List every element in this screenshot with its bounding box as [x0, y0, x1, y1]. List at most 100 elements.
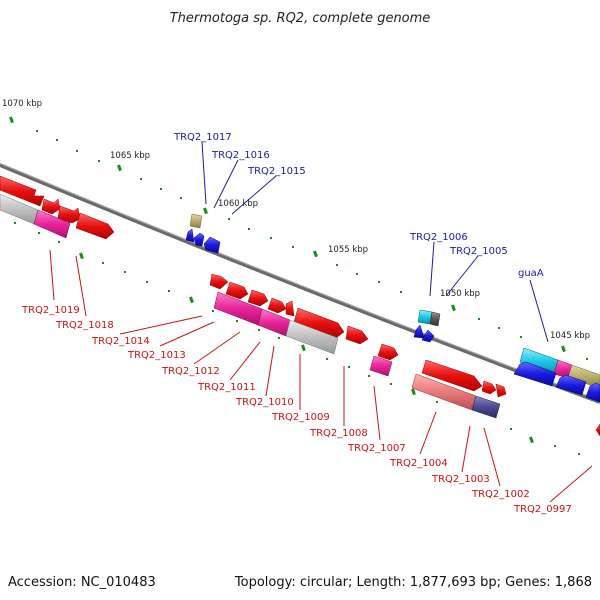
kbp-label-1065: 1065 kbp: [110, 151, 150, 161]
gene-feature[interactable]: [285, 319, 339, 355]
gene-label-trq2-1016[interactable]: TRQ2_1016: [211, 150, 270, 161]
minor-tick: [248, 228, 250, 230]
gene-feature[interactable]: [429, 311, 441, 327]
gene-feature[interactable]: [185, 228, 195, 243]
minor-tick: [326, 358, 328, 360]
major-tick: [189, 296, 194, 304]
forward-strand-genes: [0, 175, 600, 437]
gene-label-trq2-1005[interactable]: TRQ2_1005: [449, 246, 508, 257]
minor-tick: [58, 241, 60, 243]
gene-feature[interactable]: [369, 355, 393, 377]
genome-backbone: [0, 163, 600, 404]
minor-tick: [578, 453, 580, 455]
gene-label-trq2-1019[interactable]: TRQ2_1019: [21, 305, 80, 316]
minor-tick: [102, 262, 104, 264]
kbp-tick-marks: [9, 116, 588, 455]
gene-feature[interactable]: [345, 325, 369, 345]
gene-feature[interactable]: [75, 212, 115, 240]
gene-label-trq2-1012[interactable]: TRQ2_1012: [161, 366, 220, 377]
major-tick: [79, 252, 84, 260]
minor-tick: [236, 320, 238, 322]
gene-label-trq2-1002[interactable]: TRQ2_1002: [471, 489, 530, 500]
gene-feature[interactable]: [247, 289, 269, 307]
minor-tick: [160, 188, 162, 190]
gene-feature[interactable]: [209, 273, 229, 290]
gene-label-trq2-1003[interactable]: TRQ2_1003: [431, 474, 490, 485]
gene-feature[interactable]: [567, 364, 600, 389]
minor-tick: [378, 281, 380, 283]
gene-feature[interactable]: [555, 374, 587, 396]
gene-feature[interactable]: [513, 361, 557, 387]
major-tick: [9, 116, 14, 124]
kbp-label-1070: 1070 kbp: [2, 99, 42, 109]
minor-tick: [478, 318, 480, 320]
gene-feature[interactable]: [471, 395, 501, 419]
gene-feature[interactable]: [33, 209, 71, 239]
kbp-label-1050: 1050 kbp: [440, 289, 480, 299]
reverse-strand-genes: [185, 213, 600, 403]
gene-label-trq2-1010[interactable]: TRQ2_1010: [235, 397, 294, 408]
minor-tick: [36, 130, 38, 132]
major-tick: [117, 164, 122, 172]
gene-feature[interactable]: [0, 175, 45, 207]
gene-feature[interactable]: [225, 281, 249, 300]
gene-feature[interactable]: [193, 232, 205, 247]
gene-feature[interactable]: [285, 300, 295, 317]
minor-tick: [168, 290, 170, 292]
gene-label-trq2-1017[interactable]: TRQ2_1017: [173, 132, 232, 143]
minor-tick: [336, 264, 338, 266]
major-tick: [301, 344, 306, 352]
gene-feature[interactable]: [585, 382, 600, 403]
gene-feature[interactable]: [293, 307, 345, 339]
gene-label-trq2-1018[interactable]: TRQ2_1018: [55, 320, 114, 331]
gene-feature[interactable]: [421, 329, 435, 343]
minor-tick: [586, 358, 588, 360]
gene-label-trq2-0997[interactable]: TRQ2_0997: [513, 504, 572, 515]
minor-tick: [146, 281, 148, 283]
minor-tick: [510, 428, 512, 430]
minor-tick: [520, 336, 522, 338]
minor-tick: [124, 271, 126, 273]
inner-strand-genes: [0, 193, 501, 419]
minor-tick: [400, 291, 402, 293]
gene-label-trq2-1014[interactable]: TRQ2_1014: [91, 336, 150, 347]
gene-label-trq2-1015[interactable]: TRQ2_1015: [247, 166, 306, 177]
minor-tick: [98, 160, 100, 162]
minor-tick: [390, 383, 392, 385]
gene-feature[interactable]: [495, 383, 507, 398]
gene-feature[interactable]: [417, 309, 433, 325]
kbp-label-1055: 1055 kbp: [328, 245, 368, 255]
gene-label-trq2-1008[interactable]: TRQ2_1008: [309, 428, 368, 439]
gene-label-guaa[interactable]: guaA: [518, 268, 544, 279]
gene-label-trq2-1004[interactable]: TRQ2_1004: [389, 458, 448, 469]
minor-tick: [498, 327, 500, 329]
gene-feature[interactable]: [267, 297, 287, 314]
gene-feature[interactable]: [41, 198, 61, 215]
gene-label-trq2-1007[interactable]: TRQ2_1007: [347, 443, 406, 454]
gene-feature[interactable]: [421, 359, 483, 392]
gene-label-trq2-1009[interactable]: TRQ2_1009: [271, 412, 330, 423]
gene-label-trq2-1011[interactable]: TRQ2_1011: [197, 382, 256, 393]
major-tick: [561, 345, 566, 353]
minor-tick: [278, 337, 280, 339]
minor-tick: [270, 237, 272, 239]
gene-feature[interactable]: [595, 423, 600, 437]
minor-tick: [212, 310, 214, 312]
minor-tick: [38, 232, 40, 234]
gene-feature[interactable]: [257, 308, 291, 337]
minor-tick: [258, 329, 260, 331]
gene-feature[interactable]: [377, 343, 399, 361]
major-tick: [529, 436, 534, 444]
gene-label-trq2-1006[interactable]: TRQ2_1006: [409, 232, 468, 243]
genome-summary-text: Topology: circular; Length: 1,877,693 bp…: [234, 575, 592, 590]
gene-feature[interactable]: [189, 213, 203, 229]
gene-feature[interactable]: [413, 324, 425, 339]
minor-tick: [554, 445, 556, 447]
gene-label-trq2-1013[interactable]: TRQ2_1013: [127, 350, 186, 361]
bottom-leader-lines: [49, 249, 593, 503]
gene-feature[interactable]: [203, 236, 221, 254]
gene-feature[interactable]: [481, 380, 497, 395]
minor-tick: [292, 246, 294, 248]
minor-tick: [368, 375, 370, 377]
